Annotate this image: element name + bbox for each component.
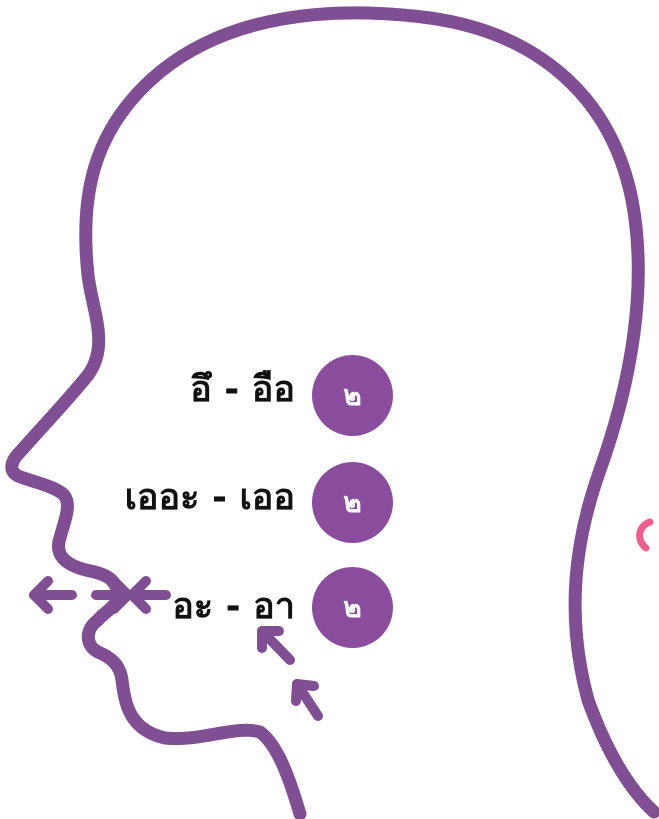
tone-badge-3: ๒ [312,567,393,648]
vowel-label-3: อะ - อา [172,586,295,627]
tone-badge-1: ๒ [312,355,393,436]
arrow-inward-icon [127,576,171,614]
tone-badge-2: ๒ [312,462,393,543]
pink-mark-icon [636,518,654,552]
arrow-up-left-icon-upper [257,626,295,665]
vowel-label-1: อึ - อือ [190,369,295,410]
head-outline [5,6,659,819]
arrow-right-icon [91,576,133,614]
arrow-left-icon [29,576,77,614]
vowel-label-2: เออะ - เออ [124,477,295,518]
arrow-up-left-icon-lower [291,679,323,721]
